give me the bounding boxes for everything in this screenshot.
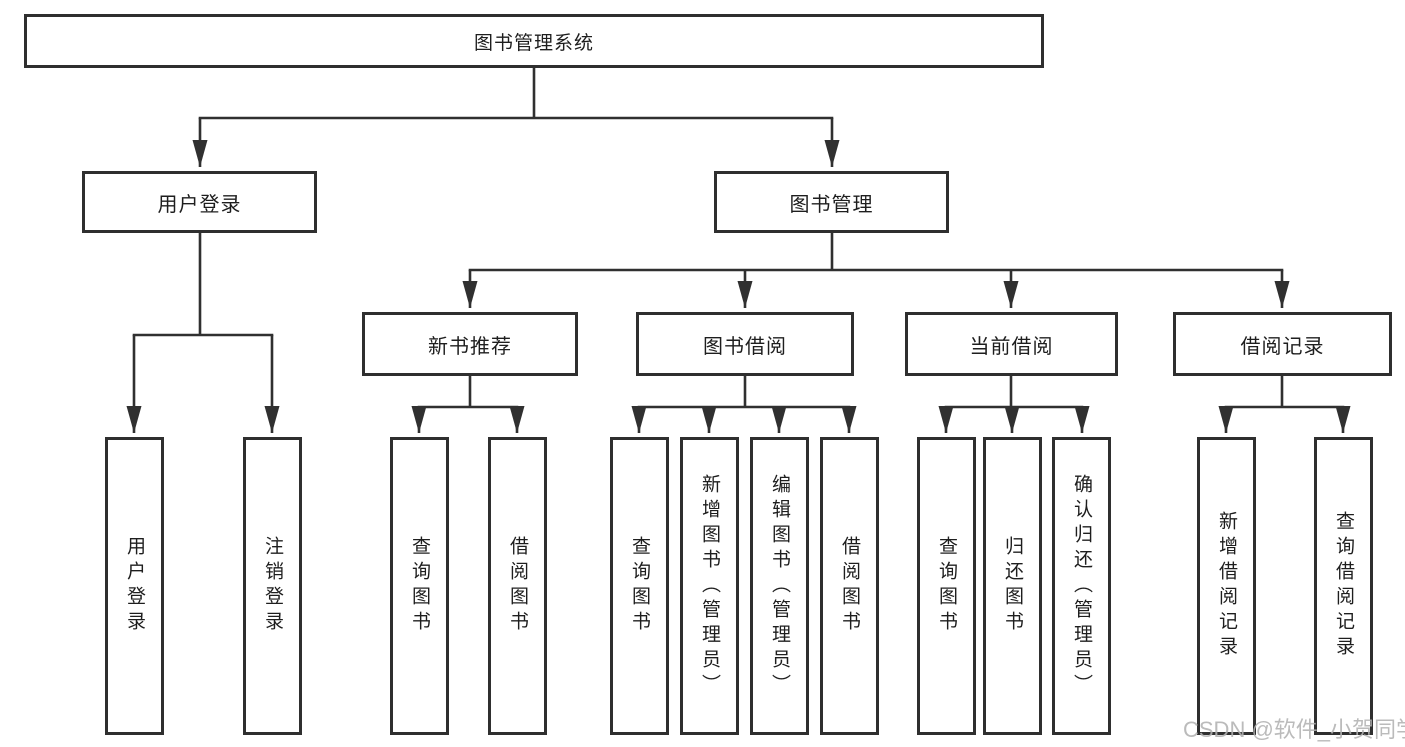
- leaf-logout: 注销登录: [243, 437, 302, 735]
- node-new-books: 新书推荐: [362, 312, 578, 376]
- leaf-current-confirm: 确认归还（管理员）: [1052, 437, 1111, 735]
- leaf-user-login: 用户登录: [105, 437, 164, 735]
- leaf-borrow-add: 新增图书（管理员）: [680, 437, 739, 735]
- leaf-records-add-label: 新增借阅记录: [1216, 511, 1237, 661]
- leaf-logout-label: 注销登录: [262, 536, 283, 636]
- leaf-records-query: 查询借阅记录: [1314, 437, 1373, 735]
- node-root: 图书管理系统: [24, 14, 1044, 68]
- node-borrow: 图书借阅: [636, 312, 854, 376]
- watermark: CSDN @软件_小贺同学: [1183, 717, 1405, 742]
- leaf-new-books-query: 查询图书: [390, 437, 449, 735]
- leaf-records-query-label: 查询借阅记录: [1333, 511, 1354, 661]
- connector-root-to-level2: [192, 68, 840, 167]
- node-records-label: 借阅记录: [1240, 335, 1325, 358]
- leaf-current-confirm-label: 确认归还（管理员）: [1071, 473, 1092, 699]
- leaf-records-add: 新增借阅记录: [1197, 437, 1256, 735]
- leaf-borrow-edit: 编辑图书（管理员）: [750, 437, 809, 735]
- leaf-new-books-borrow: 借阅图书: [488, 437, 547, 735]
- leaf-borrow-add-label: 新增图书（管理员）: [699, 473, 720, 699]
- connector-records-to-leaves: [1218, 376, 1351, 433]
- leaf-current-return: 归还图书: [983, 437, 1042, 735]
- node-records: 借阅记录: [1173, 312, 1392, 376]
- leaf-borrow-query-label: 查询图书: [629, 536, 650, 636]
- leaf-borrow-book: 借阅图书: [820, 437, 879, 735]
- leaf-borrow-edit-label: 编辑图书（管理员）: [769, 473, 790, 699]
- node-book-mgmt: 图书管理: [714, 171, 949, 233]
- connector-borrow-to-leaves: [631, 376, 857, 433]
- node-current-label: 当前借阅: [969, 335, 1054, 358]
- connector-user-login-to-leaves: [126, 233, 280, 433]
- connector-current-to-leaves: [938, 376, 1090, 433]
- leaf-new-books-query-label: 查询图书: [409, 536, 430, 636]
- connector-new-books-to-leaves: [411, 376, 525, 433]
- connector-book-mgmt-to-level3: [462, 233, 1290, 308]
- node-user-login: 用户登录: [82, 171, 317, 233]
- node-book-mgmt-label: 图书管理: [789, 193, 874, 216]
- node-user-login-label: 用户登录: [157, 193, 242, 216]
- node-new-books-label: 新书推荐: [428, 335, 512, 358]
- leaf-borrow-query: 查询图书: [610, 437, 669, 735]
- leaf-user-login-label: 用户登录: [124, 536, 145, 636]
- node-borrow-label: 图书借阅: [703, 335, 787, 358]
- leaf-new-books-borrow-label: 借阅图书: [507, 536, 528, 636]
- leaf-borrow-book-label: 借阅图书: [839, 536, 860, 636]
- leaf-current-return-label: 归还图书: [1002, 536, 1023, 636]
- node-current: 当前借阅: [905, 312, 1118, 376]
- node-root-label: 图书管理系统: [473, 32, 594, 54]
- leaf-current-query-label: 查询图书: [936, 536, 957, 636]
- leaf-current-query: 查询图书: [917, 437, 976, 735]
